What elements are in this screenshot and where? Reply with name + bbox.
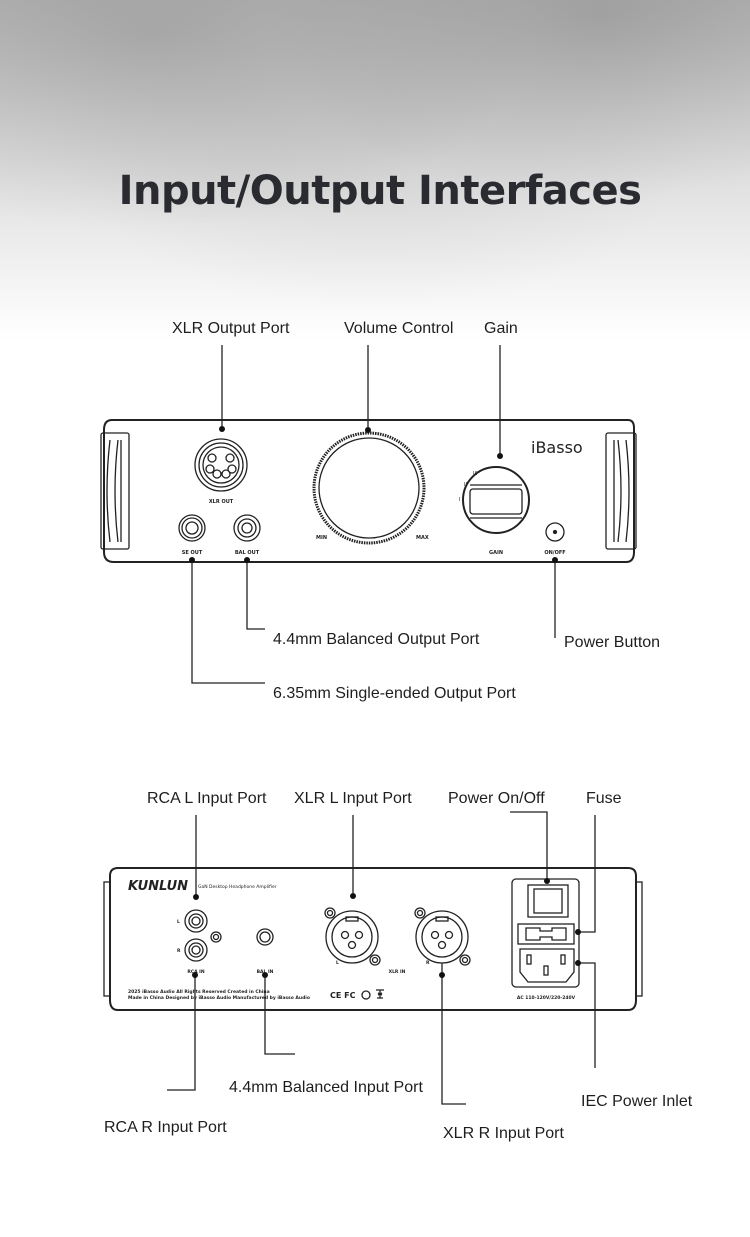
rear-leader-lines bbox=[167, 811, 596, 1105]
page-title: Input/Output Interfaces bbox=[118, 168, 642, 214]
callout-power-button: Power Button bbox=[564, 634, 661, 651]
callout-volume-control: Volume Control bbox=[344, 320, 454, 337]
iec-inlet bbox=[519, 948, 575, 983]
rca-l-label: L bbox=[177, 919, 180, 925]
bal-out-jack bbox=[233, 514, 261, 542]
power-switch bbox=[527, 884, 569, 918]
front-leader-lines bbox=[191, 345, 556, 684]
power-button bbox=[545, 522, 565, 542]
left-handle bbox=[100, 432, 130, 550]
concrete-background bbox=[0, 0, 750, 340]
xlr-in-label: XLR IN bbox=[389, 969, 406, 975]
callout-xlr-output: XLR Output Port bbox=[172, 320, 290, 337]
callout-rca-l: RCA L Input Port bbox=[147, 790, 267, 807]
copyright-line-1: 2025 iBasso Audio All Rights Reserved Cr… bbox=[128, 989, 270, 995]
callout-dots bbox=[189, 426, 581, 978]
callout-xlr-l: XLR L Input Port bbox=[294, 790, 412, 807]
gain-level-3: III bbox=[473, 471, 477, 477]
callout-rca-r: RCA R Input Port bbox=[104, 1119, 227, 1136]
cert-marks bbox=[361, 989, 384, 1000]
rca-r-label: R bbox=[177, 948, 181, 954]
bal-in-jack bbox=[256, 928, 274, 946]
brand-logo: iBasso bbox=[531, 438, 583, 457]
se-out-label: SE OUT bbox=[182, 550, 203, 556]
volume-knob bbox=[312, 431, 426, 545]
rca-r-jack bbox=[184, 938, 208, 962]
rca-l-jack bbox=[184, 909, 208, 933]
ce-fc-marks: CE FC bbox=[330, 991, 356, 1000]
model-subtitle: GaN Desktop Headphone Amplifier bbox=[198, 884, 277, 890]
se-out-jack bbox=[178, 514, 206, 542]
right-handle bbox=[605, 432, 637, 550]
copyright-line-2: Made in China Designed by iBasso Audio M… bbox=[128, 995, 310, 1001]
power-module bbox=[511, 878, 580, 988]
bal-out-label: BAL OUT bbox=[235, 550, 260, 556]
on-off-label: ON/OFF bbox=[544, 550, 565, 556]
gain-label: GAIN bbox=[489, 550, 503, 556]
xlr-r-label: R bbox=[426, 960, 430, 966]
ground-screw bbox=[210, 931, 222, 943]
model-logo: KUNLUN bbox=[128, 879, 188, 894]
callout-se-output: 6.35mm Single-ended Output Port bbox=[273, 685, 516, 702]
bal-in-label: BAL IN bbox=[257, 969, 274, 975]
rear-panel bbox=[103, 867, 643, 1011]
callout-power-on-off: Power On/Off bbox=[448, 790, 545, 807]
front-panel bbox=[100, 419, 637, 563]
callout-balanced-input: 4.4mm Balanced Input Port bbox=[229, 1079, 423, 1096]
callout-balanced-output: 4.4mm Balanced Output Port bbox=[273, 631, 480, 648]
xlr-r-jack bbox=[414, 907, 471, 966]
gain-switch bbox=[462, 466, 530, 534]
callout-gain: Gain bbox=[484, 320, 518, 337]
xlr-out-label: XLR OUT bbox=[209, 499, 234, 505]
gain-level-2: II bbox=[464, 482, 467, 488]
volume-min-label: MIN bbox=[316, 535, 327, 541]
xlr-l-jack bbox=[324, 907, 381, 966]
volume-max-label: MAX bbox=[416, 535, 429, 541]
rca-in-label: RCA IN bbox=[187, 969, 204, 975]
voltage-label: AC 110-120V/220-240V bbox=[517, 995, 576, 1001]
xlr-out-jack bbox=[194, 438, 248, 492]
callout-xlr-r: XLR R Input Port bbox=[443, 1125, 564, 1142]
xlr-l-label: L bbox=[336, 960, 339, 966]
gain-level-1: I bbox=[459, 497, 460, 503]
callout-fuse: Fuse bbox=[586, 790, 622, 807]
fuse-holder bbox=[517, 923, 575, 945]
callout-iec-inlet: IEC Power Inlet bbox=[581, 1093, 693, 1110]
